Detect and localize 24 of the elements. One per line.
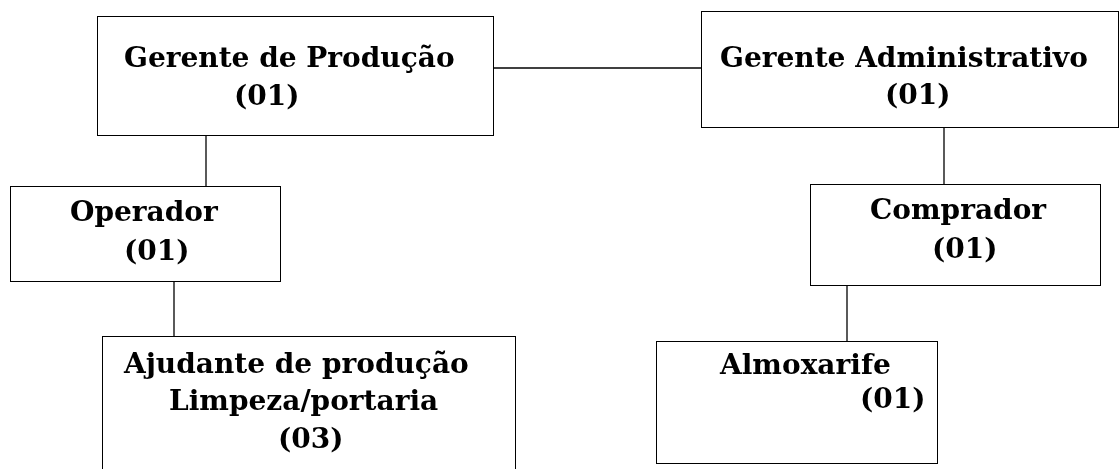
connector-line <box>943 127 945 185</box>
role-title: Ajudante de produção <box>124 347 469 380</box>
connector-line <box>493 67 702 69</box>
connector-line <box>173 281 175 337</box>
org-box <box>656 341 938 464</box>
connector-line <box>846 285 848 342</box>
connector-line <box>205 135 207 187</box>
org-box <box>97 16 494 136</box>
headcount-label: (01) <box>234 79 300 112</box>
org-box <box>701 11 1119 128</box>
role-title: Operador <box>70 195 218 228</box>
org-box <box>810 184 1101 286</box>
org-box <box>102 336 516 469</box>
headcount-label: (01) <box>932 232 998 265</box>
role-title: Almoxarife <box>720 348 891 381</box>
role-title: Comprador <box>870 193 1047 226</box>
headcount-label: (01) <box>860 382 926 415</box>
headcount-label: (01) <box>885 78 951 111</box>
role-title: Gerente de Produção <box>124 41 455 74</box>
role-title: Gerente Administrativo <box>720 41 1088 74</box>
headcount-label: (03) <box>278 422 344 455</box>
headcount-label: Limpeza/portaria <box>169 384 439 417</box>
headcount-label: (01) <box>124 234 190 267</box>
org-box <box>10 186 281 282</box>
